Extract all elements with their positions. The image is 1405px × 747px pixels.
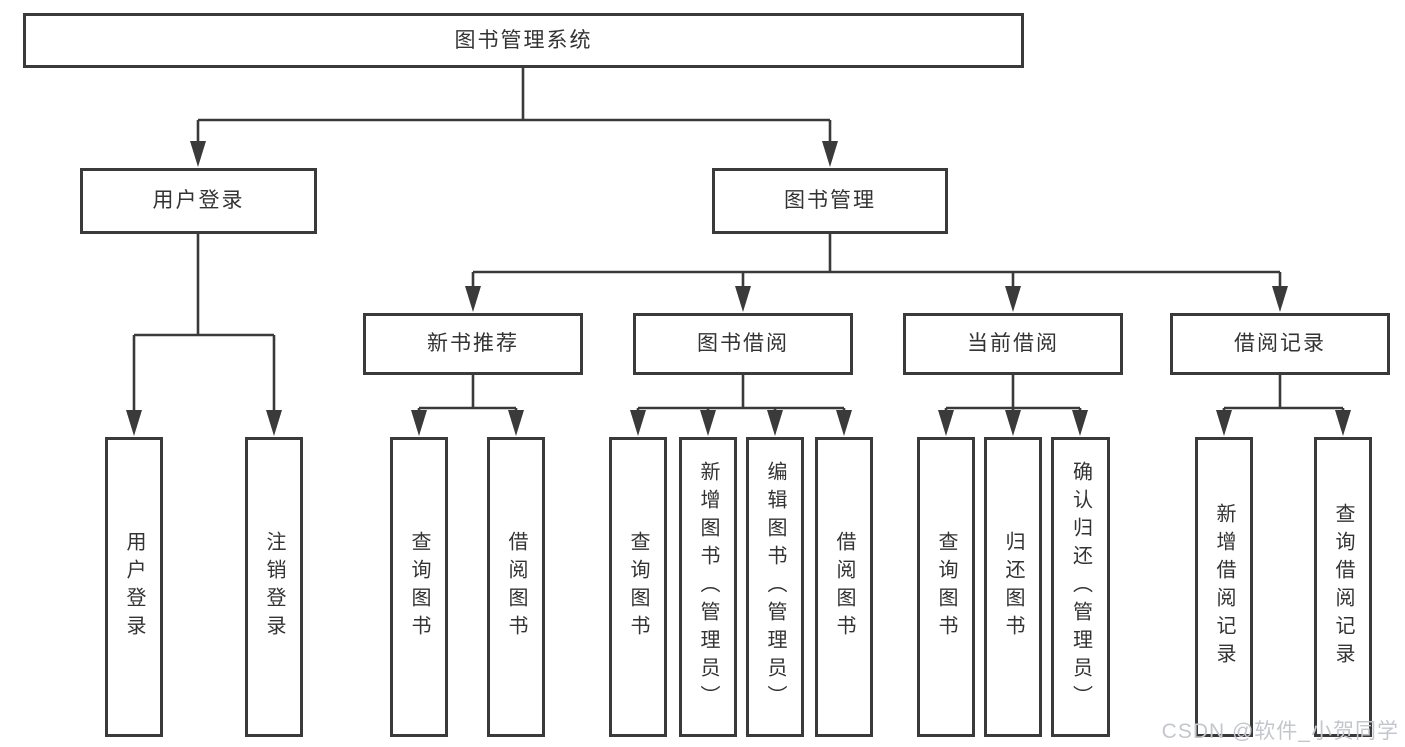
leaf-borrow-books-label: 借阅图书 [833, 531, 855, 643]
arrowhead [822, 141, 838, 167]
node-book-management: 图书管理 [712, 168, 948, 234]
arrowhead [767, 410, 783, 436]
arrowhead [190, 141, 206, 167]
arrowhead [465, 286, 481, 312]
leaf-edit-books-admin-label: 编辑图书（管理员） [764, 461, 786, 713]
node-current-borrow-label: 当前借阅 [967, 332, 1059, 356]
arrowhead [1005, 286, 1021, 312]
leaf-logout: 注销登录 [245, 437, 303, 737]
leaf-current-query-books: 查询图书 [917, 437, 975, 737]
leaf-query-borrow-record: 查询借阅记录 [1314, 437, 1372, 737]
connector-paths [132, 68, 1345, 414]
arrowhead [630, 410, 646, 436]
leaf-user-login: 用户登录 [105, 437, 163, 737]
leaf-add-borrow-record-label: 新增借阅记录 [1213, 503, 1235, 671]
node-new-book-recommend-label: 新书推荐 [427, 332, 519, 356]
node-borrow-records: 借阅记录 [1170, 313, 1390, 375]
arrowhead [1005, 410, 1021, 436]
node-root-label: 图书管理系统 [454, 28, 593, 52]
arrowhead [1216, 410, 1232, 436]
leaf-return-books-label: 归还图书 [1002, 531, 1024, 643]
leaf-add-borrow-record: 新增借阅记录 [1195, 437, 1253, 737]
arrowhead [266, 410, 282, 436]
leaf-recommend-query-books: 查询图书 [390, 437, 448, 737]
arrowhead [700, 410, 716, 436]
leaf-recommend-borrow-books-label: 借阅图书 [505, 531, 527, 643]
leaf-recommend-query-books-label: 查询图书 [408, 531, 430, 643]
node-borrow-records-label: 借阅记录 [1234, 332, 1326, 356]
node-user-login-label: 用户登录 [152, 189, 245, 213]
arrowhead [1072, 410, 1088, 436]
leaf-logout-label: 注销登录 [263, 531, 285, 643]
arrowhead [735, 286, 751, 312]
arrowhead [938, 410, 954, 436]
leaf-confirm-return-admin-label: 确认归还（管理员） [1069, 461, 1092, 713]
node-book-borrow-label: 图书借阅 [697, 332, 789, 356]
arrowheads [126, 141, 1351, 436]
arrowhead [1272, 286, 1288, 312]
arrowhead [836, 410, 852, 436]
node-book-management-label: 图书管理 [784, 189, 876, 213]
leaf-recommend-borrow-books: 借阅图书 [487, 437, 545, 737]
arrowhead [1335, 410, 1351, 436]
arrowhead [508, 410, 524, 436]
leaf-borrow-query-books: 查询图书 [609, 437, 667, 737]
leaf-add-books-admin: 新增图书（管理员） [679, 437, 737, 737]
node-current-borrow: 当前借阅 [903, 313, 1123, 375]
arrowhead [411, 410, 427, 436]
leaf-return-books: 归还图书 [984, 437, 1042, 737]
node-new-book-recommend: 新书推荐 [363, 313, 583, 375]
leaf-query-borrow-record-label: 查询借阅记录 [1332, 503, 1354, 671]
leaf-confirm-return-admin: 确认归还（管理员） [1051, 437, 1110, 737]
leaf-borrow-books: 借阅图书 [815, 437, 873, 737]
node-user-login: 用户登录 [80, 168, 317, 234]
leaf-add-books-admin-label: 新增图书（管理员） [697, 461, 719, 713]
leaf-edit-books-admin: 编辑图书（管理员） [746, 437, 804, 737]
node-root: 图书管理系统 [23, 13, 1024, 68]
arrowhead [126, 410, 142, 436]
leaf-borrow-query-books-label: 查询图书 [627, 531, 649, 643]
leaf-user-login-label: 用户登录 [123, 531, 145, 643]
node-book-borrow: 图书借阅 [633, 313, 853, 375]
leaf-current-query-books-label: 查询图书 [935, 531, 957, 643]
